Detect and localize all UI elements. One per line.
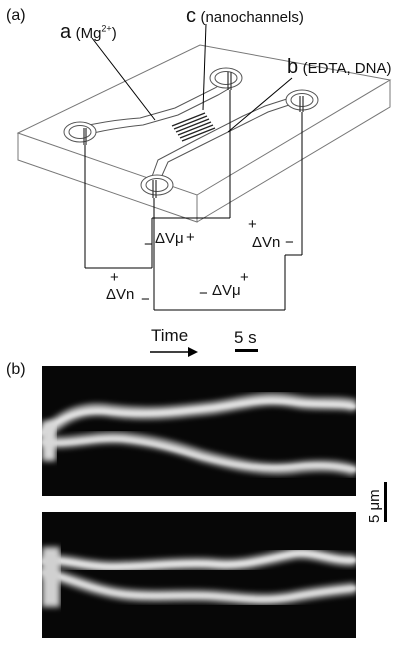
dvn-left-minus: − [141,291,150,308]
leader-c [202,23,207,111]
dvmu-top-plus: + [186,229,195,246]
label-a-ion: (Mg [75,25,102,42]
microchannel-b [159,102,296,181]
time-scale-label: 5 s [234,328,257,347]
length-scale-bar [384,482,387,522]
dvmu-bottom-plus: + [240,269,249,286]
leader-b [227,77,293,133]
panel-a-label: (a) [6,7,26,24]
label-b-text: (EDTA, DNA) [302,60,392,77]
leader-a [91,37,156,121]
label-b-letter: b [287,56,299,78]
label-c-letter: c [186,5,196,27]
label-a-close: ) [111,25,117,42]
dvmu-top-minus: − [144,236,153,253]
dvmu-bottom: ΔVμ [212,282,241,299]
dvn-right: ΔVn [252,234,281,251]
label-a-letter: a [60,21,72,43]
label-a-charge: 2+ [101,23,112,34]
dvn-right-plus: + [248,216,257,233]
dvn-left-plus: + [110,269,119,286]
panel-b-label: (b) [6,361,26,378]
label-c-text: (nanochannels) [200,9,304,26]
label-c: c (nanochannels) [186,6,304,26]
time-arrow-icon [150,347,198,357]
dvn-left: ΔVn [106,286,135,303]
time-scale-bar [235,349,258,352]
dvn-right-minus: − [285,234,294,251]
kymograph-top [42,366,356,496]
chip-front-left-edge [17,133,198,223]
chip-front-right-edge [196,80,391,223]
label-b: b (EDTA, DNA) [287,57,391,77]
dvmu-bottom-minus: − [199,285,208,302]
nanochannel-array [171,112,216,142]
microfluidic-device-schematic [16,23,392,311]
time-label: Time [151,326,189,345]
dvmu-top: ΔVμ [155,230,184,247]
kymograph-bottom [42,512,356,638]
label-a: a (Mg2+) [60,22,117,42]
length-scale-label: 5 μm [366,489,383,523]
